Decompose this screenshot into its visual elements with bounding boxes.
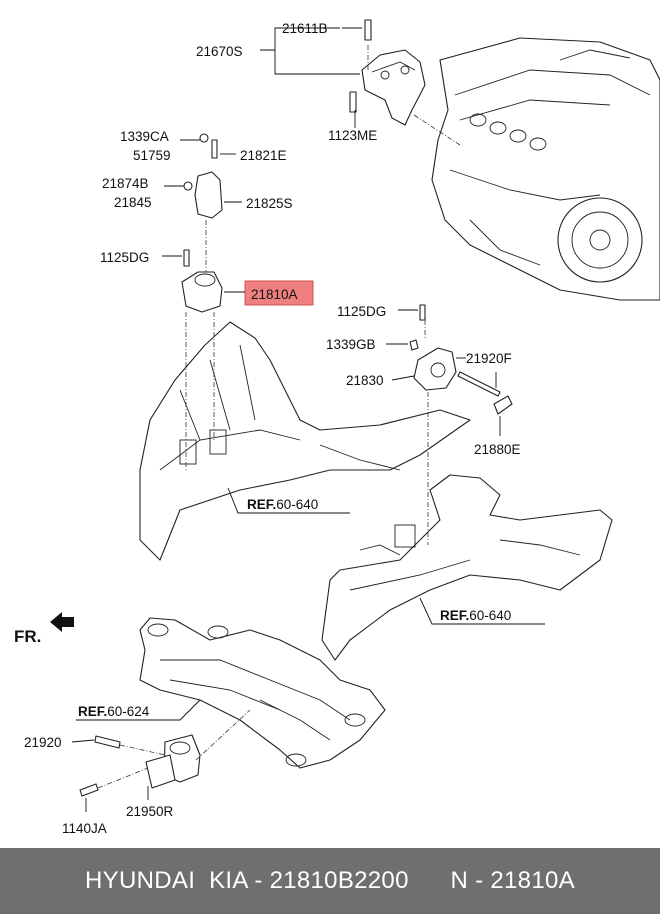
label-21874B: 21874B (102, 176, 149, 191)
label-fr: FR. (14, 627, 41, 646)
front-arrow-icon (50, 612, 74, 632)
label-1125DG-lower: 1125DG (337, 304, 386, 319)
footer-part-number: HYUNDAI KIA - 21810B2200 (85, 867, 409, 894)
label-21825S: 21825S (246, 196, 293, 211)
label-1123ME: 1123ME (328, 128, 377, 143)
engine-block (431, 37, 660, 301)
label-1339GB: 1339GB (326, 337, 376, 352)
ref-60-640-right: REF.60-640 (440, 608, 511, 623)
ref-60-624: REF.60-624 (78, 704, 150, 719)
label-1125DG-upper: 1125DG (100, 250, 149, 265)
footer-diagram-ref: N - 21810A (450, 867, 575, 894)
label-21821E: 21821E (240, 148, 287, 163)
label-21920F: 21920F (466, 351, 512, 366)
bracket-21670S (349, 19, 426, 126)
sub-frame (139, 617, 386, 769)
label-21810A: 21810A (251, 287, 298, 302)
footer-gap (409, 867, 451, 895)
upper-mount-parts (181, 133, 223, 313)
transmission-mount-parts (409, 304, 513, 415)
assembly-lines (97, 45, 461, 789)
leader-lines (71, 27, 545, 812)
side-member-left (139, 321, 471, 561)
highlight-21810A (244, 280, 314, 306)
label-21845: 21845 (114, 195, 152, 210)
label-21670S: 21670S (196, 44, 243, 59)
label-1339CA: 1339CA (120, 129, 169, 144)
engine-mount-diagram: 21611B 21670S 1123ME 1339CA 51759 21821E… (14, 19, 660, 836)
footer-bar: HYUNDAI KIA - 21810B2200 N - 21810A (0, 848, 660, 914)
label-21611B: 21611B (282, 21, 328, 36)
label-21830: 21830 (346, 373, 384, 388)
ref-60-640-left: REF.60-640 (247, 497, 318, 512)
label-21950R: 21950R (126, 804, 174, 819)
side-member-right (321, 474, 613, 661)
label-21920: 21920 (24, 735, 62, 750)
label-1140JA: 1140JA (62, 821, 107, 836)
label-51759: 51759 (133, 148, 171, 163)
roll-mount-21950R (79, 734, 201, 797)
label-21880E: 21880E (474, 442, 521, 457)
